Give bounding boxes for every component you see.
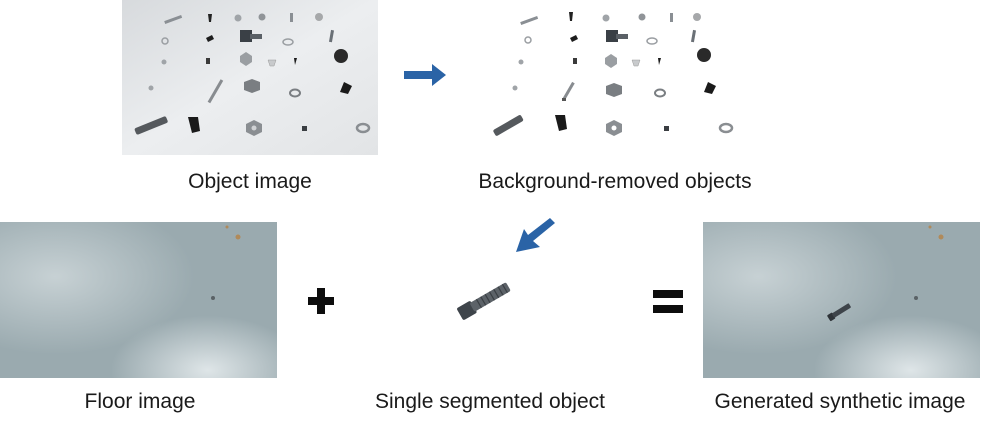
synthetic-image-photo xyxy=(703,222,980,378)
single-segmented-object-image xyxy=(457,282,511,320)
background-removed-photo xyxy=(480,0,750,155)
floor-image-photo xyxy=(0,222,277,378)
equals-sign-icon xyxy=(653,290,683,313)
caption-synthetic-image: Generated synthetic image xyxy=(714,390,966,413)
object-image-photo xyxy=(122,0,378,155)
caption-single-object: Single segmented object xyxy=(375,390,605,413)
plus-sign-icon xyxy=(308,288,334,314)
background-removed-svg xyxy=(480,0,750,155)
caption-background-removed: Background-removed objects xyxy=(478,170,752,193)
object-image-svg xyxy=(122,0,378,155)
arrow-right-icon xyxy=(404,64,446,86)
synthetic-image-svg xyxy=(703,222,980,378)
caption-object-image: Object image xyxy=(188,170,312,193)
arrow-down-left-icon xyxy=(516,218,555,252)
floor-image-svg xyxy=(0,222,277,378)
caption-floor-image: Floor image xyxy=(84,390,196,413)
